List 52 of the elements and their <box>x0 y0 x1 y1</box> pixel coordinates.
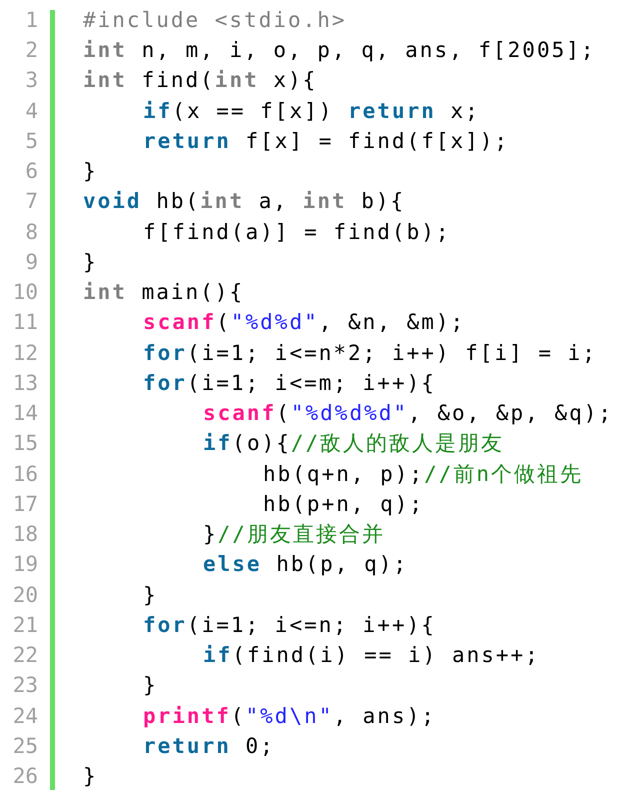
line-number: 15 <box>12 430 38 456</box>
code-line: for(i=1; i<=n*2; i++) f[i] = i; <box>143 340 597 366</box>
line-number: 3 <box>24 67 38 94</box>
code-line: if(o){//敌人的敌人是朋友 <box>203 430 504 456</box>
code-line: }//朋友直接合并 <box>203 521 385 548</box>
line-number: 21 <box>12 612 38 638</box>
line-number: 26 <box>12 763 38 789</box>
line-number: 4 <box>24 98 38 124</box>
line-number: 13 <box>12 370 38 396</box>
code-line: } <box>83 763 98 789</box>
line-number: 14 <box>12 400 38 426</box>
line-number: 12 <box>12 340 38 366</box>
line-number: 5 <box>24 128 38 154</box>
code-line: return f[x] = find(f[x]); <box>143 128 510 154</box>
code-line: hb(p+n, q); <box>263 490 424 517</box>
line-number: 9 <box>24 248 38 275</box>
line-number: 19 <box>12 551 38 578</box>
line-number: 8 <box>24 218 38 245</box>
code-line: scanf("%d%d", &n, &m); <box>143 309 466 336</box>
line-number: 11 <box>12 309 38 336</box>
line-number: 7 <box>24 188 38 214</box>
line-number: 17 <box>12 490 38 517</box>
code-line: scanf("%d%d%d", &o, &p, &q); <box>203 400 614 426</box>
code-line: if(find(i) == i) ans++; <box>203 642 540 668</box>
line-number: 2 <box>24 37 38 64</box>
line-number: 20 <box>12 582 38 608</box>
code-line: } <box>143 582 158 608</box>
code-line: for(i=1; i<=n; i++){ <box>143 612 436 638</box>
code-line: for(i=1; i<=m; i++){ <box>143 370 436 396</box>
code-line: printf("%d\n", ans); <box>143 702 436 729</box>
line-number: 6 <box>24 158 38 184</box>
code-line: if(x == f[x]) return x; <box>143 98 480 124</box>
line-number: 18 <box>12 521 38 548</box>
line-number: 22 <box>12 642 38 668</box>
line-number: 1 <box>24 7 38 33</box>
code-line: int find(int x){ <box>83 67 318 94</box>
code-line: f[find(a)] = find(b); <box>143 218 451 245</box>
code-line: hb(q+n, p);//前n个做祖先 <box>263 460 584 487</box>
line-number: 10 <box>12 279 38 306</box>
code-line: void hb(int a, int b){ <box>83 188 406 214</box>
code-line: } <box>143 672 158 698</box>
line-number: 23 <box>12 672 38 698</box>
code-line: return 0; <box>143 732 275 759</box>
code-line: int n, m, i, o, p, q, ans, f[2005]; <box>83 37 596 64</box>
code-line: #include <stdio.h> <box>83 7 347 33</box>
line-number: 25 <box>12 732 38 759</box>
code-line: else hb(p, q); <box>203 551 408 578</box>
code-line: int main(){ <box>83 279 244 306</box>
line-number: 24 <box>12 702 38 729</box>
line-number: 16 <box>12 460 38 487</box>
code-line: } <box>83 158 98 184</box>
code-line: } <box>83 248 98 275</box>
